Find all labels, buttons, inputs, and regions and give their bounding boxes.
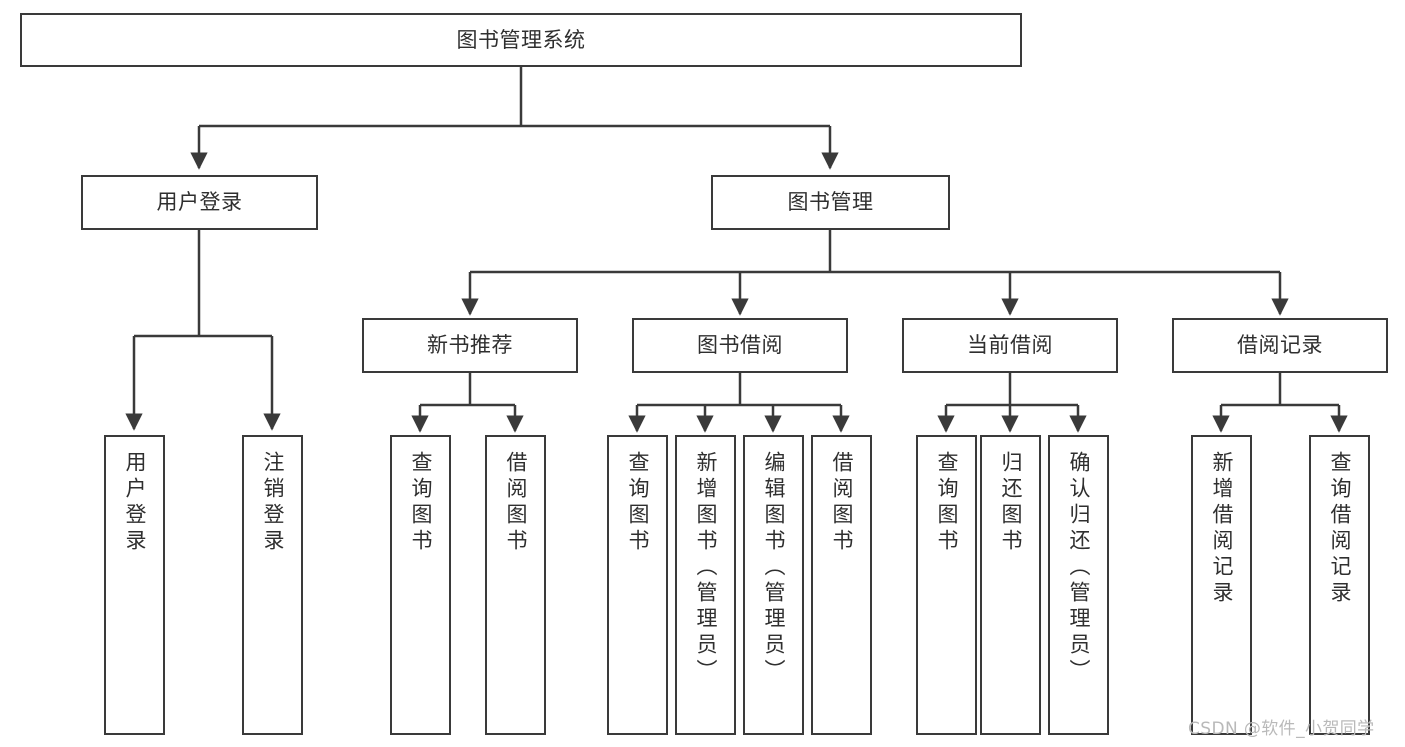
leaf-label: 新增借阅记录: [1210, 451, 1234, 607]
watermark: CSDN @软件_小贺同学: [1188, 719, 1375, 739]
leaf-label: 注销登录: [261, 451, 285, 555]
leaf-label: 查询图书: [626, 451, 650, 555]
node-label: 图书借阅: [697, 333, 783, 358]
node-borrow-record[interactable]: 借阅记录: [1172, 318, 1388, 373]
leaf-label: 查询借阅记录: [1328, 451, 1352, 607]
leaf-label: 借阅图书: [830, 451, 854, 555]
leaf-current-return-book[interactable]: 归还图书: [980, 435, 1041, 735]
node-book-borrow[interactable]: 图书借阅: [632, 318, 848, 373]
leaf-borrow-add-book[interactable]: 新增图书（管理员）: [675, 435, 736, 735]
leaf-label: 归还图书: [999, 451, 1023, 555]
leaf-borrow-borrow-book[interactable]: 借阅图书: [811, 435, 872, 735]
node-label: 当前借阅: [967, 333, 1053, 358]
leaf-record-add[interactable]: 新增借阅记录: [1191, 435, 1252, 735]
node-book-management-system[interactable]: 图书管理系统: [20, 13, 1022, 67]
node-label: 图书管理: [787, 190, 874, 215]
leaf-borrow-query-book[interactable]: 查询图书: [607, 435, 668, 735]
leaf-borrow-edit-book[interactable]: 编辑图书（管理员）: [743, 435, 804, 735]
leaf-new-book-borrow[interactable]: 借阅图书: [485, 435, 546, 735]
leaf-record-query[interactable]: 查询借阅记录: [1309, 435, 1370, 735]
leaf-user-login[interactable]: 用户登录: [104, 435, 165, 735]
node-book-management[interactable]: 图书管理: [711, 175, 950, 230]
leaf-new-book-query[interactable]: 查询图书: [390, 435, 451, 735]
node-label: 借阅记录: [1237, 333, 1323, 358]
leaf-current-query-book[interactable]: 查询图书: [916, 435, 977, 735]
leaf-label: 新增图书（管理员）: [694, 451, 718, 685]
node-user-login[interactable]: 用户登录: [81, 175, 318, 230]
leaf-label: 确认归还（管理员）: [1067, 451, 1091, 685]
node-label: 用户登录: [156, 190, 243, 215]
leaf-label: 编辑图书（管理员）: [762, 451, 786, 685]
node-current-borrow[interactable]: 当前借阅: [902, 318, 1118, 373]
leaf-label: 查询图书: [409, 451, 433, 555]
leaf-logout[interactable]: 注销登录: [242, 435, 303, 735]
node-label: 图书管理系统: [456, 27, 586, 52]
leaf-label: 用户登录: [123, 451, 147, 555]
node-label: 新书推荐: [427, 333, 513, 358]
leaf-label: 查询图书: [935, 451, 959, 555]
leaf-current-confirm-return[interactable]: 确认归还（管理员）: [1048, 435, 1109, 735]
leaf-label: 借阅图书: [504, 451, 528, 555]
node-new-book-recommend[interactable]: 新书推荐: [362, 318, 578, 373]
